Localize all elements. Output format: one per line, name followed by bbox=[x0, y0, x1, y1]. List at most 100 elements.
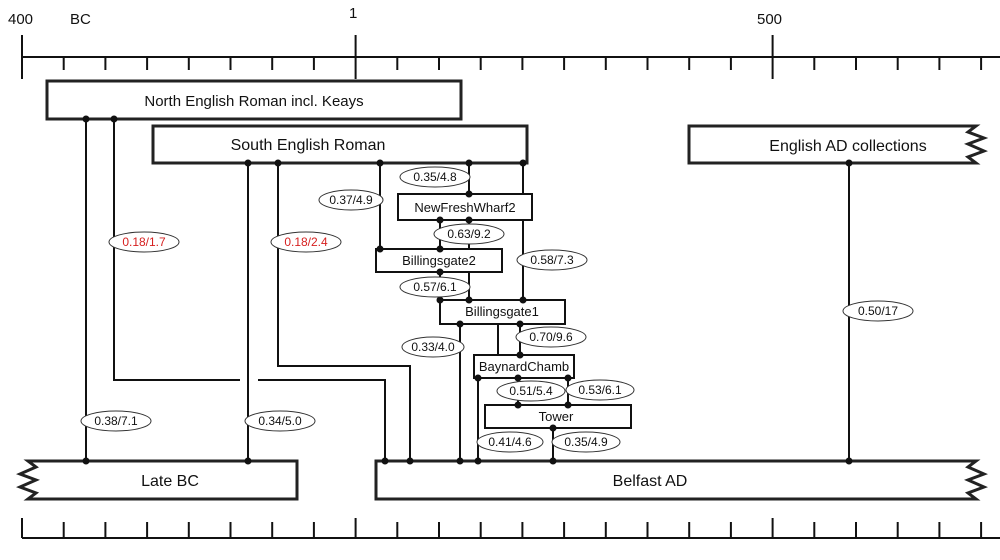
bottom-axis-ticks bbox=[21, 518, 983, 538]
edge-label-text: 0.37/4.9 bbox=[329, 193, 373, 207]
top-axis-ticks bbox=[21, 35, 983, 79]
edge-label: 0.33/4.0 bbox=[401, 336, 465, 358]
node-baynardchamb: BaynardChamb bbox=[473, 354, 575, 379]
edge-label-text: 0.58/7.3 bbox=[530, 253, 574, 267]
junction-dot bbox=[436, 245, 444, 253]
junction-dot bbox=[436, 268, 444, 276]
group-box bbox=[374, 459, 988, 501]
junction-dot bbox=[376, 159, 384, 167]
node-label: NewFreshWharf2 bbox=[414, 200, 515, 215]
edge-label-text: 0.70/9.6 bbox=[529, 330, 573, 344]
junction-dot bbox=[82, 457, 90, 465]
junction-dot bbox=[845, 457, 853, 465]
edge-label: 0.50/17 bbox=[842, 300, 914, 322]
edge-label: 0.53/6.1 bbox=[565, 379, 635, 401]
edge-label-text: 0.51/5.4 bbox=[509, 384, 553, 398]
edge-label: 0.63/9.2 bbox=[433, 223, 505, 245]
edge-north-belfast-a bbox=[113, 119, 240, 381]
group-north-english-roman: North English Roman incl. Keays bbox=[45, 79, 463, 121]
junction-dot bbox=[474, 374, 482, 382]
top-axis: 400 BC 1 500 bbox=[8, 5, 1000, 79]
group-label: English AD collections bbox=[769, 138, 926, 155]
edge-label-text: 0.50/17 bbox=[858, 304, 898, 318]
edge-north-belfast-b bbox=[258, 379, 386, 461]
axis-label-1: 1 bbox=[349, 5, 357, 22]
edge-south-belfast bbox=[277, 163, 411, 461]
junction-dot bbox=[436, 296, 444, 304]
edge-label-text: 0.34/5.0 bbox=[258, 414, 302, 428]
edge-label: 0.58/7.3 bbox=[516, 249, 588, 271]
junction-dot bbox=[465, 296, 473, 304]
junction-dot bbox=[456, 457, 464, 465]
group-box bbox=[687, 124, 989, 165]
junction-dot bbox=[465, 159, 473, 167]
junction-dot bbox=[516, 351, 524, 359]
edge-label: 0.57/6.1 bbox=[399, 276, 471, 298]
group-english-ad-collections: English AD collections bbox=[687, 124, 989, 165]
group-label: Late BC bbox=[141, 473, 199, 490]
axis-label-bc: BC bbox=[70, 11, 91, 28]
group-box bbox=[151, 124, 529, 165]
edge-label: 0.18/2.4 bbox=[270, 231, 342, 253]
bottom-axis bbox=[21, 518, 1000, 539]
node-billingsgate1: Billingsgate1 bbox=[439, 299, 566, 325]
junction-dot bbox=[376, 245, 384, 253]
edge-label-text: 0.35/4.8 bbox=[413, 170, 457, 184]
edge-label: 0.34/5.0 bbox=[244, 410, 316, 432]
junction-dots bbox=[82, 115, 853, 465]
junction-dot bbox=[474, 457, 482, 465]
node-label: Billingsgate1 bbox=[465, 304, 539, 319]
edge-label-text: 0.53/6.1 bbox=[578, 383, 622, 397]
junction-dot bbox=[519, 296, 527, 304]
edge-label-text-highlight: 0.18/1.7 bbox=[122, 235, 166, 249]
node-box bbox=[473, 354, 575, 379]
junction-dot bbox=[519, 159, 527, 167]
edge-label-text: 0.38/7.1 bbox=[94, 414, 138, 428]
edge-label: 0.38/7.1 bbox=[80, 410, 152, 432]
edge-label-text-highlight: 0.18/2.4 bbox=[284, 235, 328, 249]
edge-label-text: 0.33/4.0 bbox=[411, 340, 455, 354]
junction-dot bbox=[110, 115, 118, 123]
junction-dot bbox=[406, 457, 414, 465]
node-newfreshwharf2: NewFreshWharf2 bbox=[397, 193, 533, 221]
sample-nodes: NewFreshWharf2 Billingsgate2 Billingsgat… bbox=[375, 193, 632, 429]
axis-label-400: 400 bbox=[8, 11, 33, 28]
node-label: Tower bbox=[539, 409, 574, 424]
group-late-bc: Late BC bbox=[16, 459, 299, 501]
junction-dot bbox=[516, 320, 524, 328]
edge-labels: 0.35/4.8 0.37/4.9 0.63/9.2 0.18/1.7 0.18… bbox=[80, 166, 914, 453]
junction-dot bbox=[549, 424, 557, 432]
junction-dot bbox=[514, 374, 522, 382]
junction-dot bbox=[82, 115, 90, 123]
junction-dot bbox=[845, 159, 853, 167]
edge-label: 0.35/4.8 bbox=[399, 166, 471, 188]
group-label: North English Roman incl. Keays bbox=[144, 93, 363, 110]
junction-dot bbox=[465, 190, 473, 198]
edge-label: 0.41/4.6 bbox=[476, 431, 544, 453]
node-box bbox=[439, 299, 566, 325]
edge-label: 0.51/5.4 bbox=[496, 380, 566, 402]
group-label: South English Roman bbox=[231, 137, 386, 154]
node-box bbox=[484, 404, 632, 429]
node-billingsgate2: Billingsgate2 bbox=[375, 248, 503, 273]
junction-dot bbox=[456, 320, 464, 328]
group-label: Belfast AD bbox=[613, 473, 688, 490]
axis-label-500: 500 bbox=[757, 11, 782, 28]
junction-dot bbox=[514, 401, 522, 409]
junction-dot bbox=[564, 374, 572, 382]
group-box bbox=[45, 79, 463, 121]
junction-dot bbox=[244, 457, 252, 465]
edge-label: 0.35/4.9 bbox=[551, 431, 621, 453]
junction-dot bbox=[244, 159, 252, 167]
group-boxes: North English Roman incl. Keays South En… bbox=[16, 79, 989, 501]
edge-label: 0.37/4.9 bbox=[318, 189, 384, 211]
node-tower: Tower bbox=[484, 404, 632, 429]
edge-label: 0.70/9.6 bbox=[515, 326, 587, 348]
edge-label-text: 0.63/9.2 bbox=[447, 227, 491, 241]
edge-label-text: 0.41/4.6 bbox=[488, 435, 532, 449]
junction-dot bbox=[564, 401, 572, 409]
junction-dot bbox=[274, 159, 282, 167]
node-label: BaynardChamb bbox=[479, 359, 569, 374]
junction-dot bbox=[549, 457, 557, 465]
